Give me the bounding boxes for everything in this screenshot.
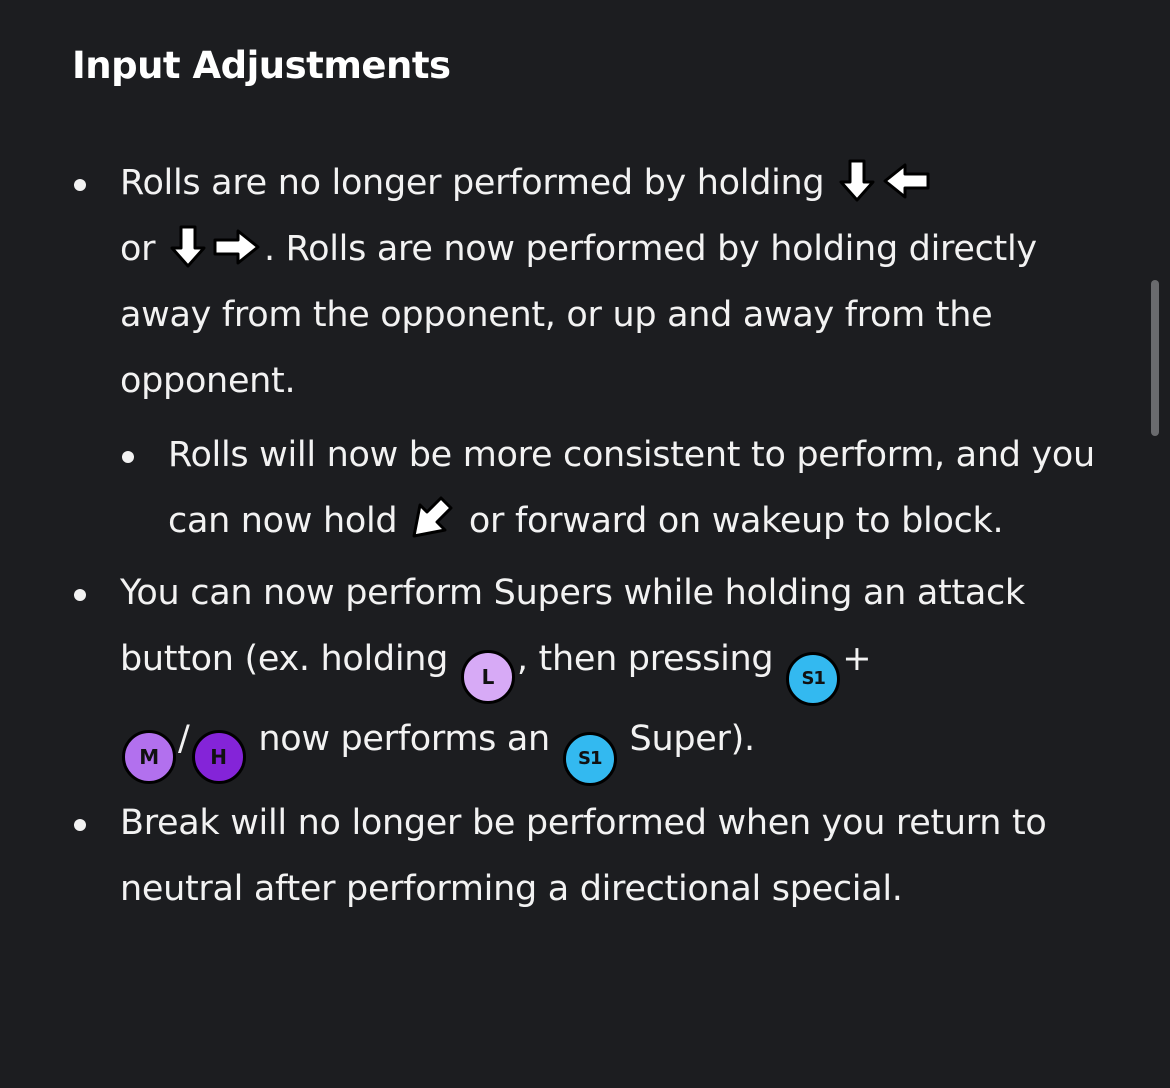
item-text: now performs an — [247, 719, 561, 759]
special-1-button-icon: S1 — [786, 652, 841, 706]
item-text: , then pressing — [516, 639, 785, 679]
special-1-button-icon: S1 — [562, 732, 617, 786]
right-arrow-icon — [212, 224, 262, 270]
bullet-dot — [74, 819, 86, 831]
light-button-icon: L — [460, 650, 515, 704]
heavy-button-icon: H — [191, 730, 246, 784]
item-text: . Rolls are now performed by holding dir… — [120, 229, 1037, 401]
item-text: You can now perform Supers while holding… — [120, 573, 1025, 679]
down-arrow-icon — [168, 224, 208, 270]
item-text: + — [842, 639, 872, 679]
item-text: Super). — [618, 719, 756, 759]
list-item-break: Break will no longer be performed when y… — [0, 790, 1150, 922]
item-text: or — [120, 229, 167, 269]
item-text: Break will no longer be performed when y… — [120, 803, 1047, 909]
down-left-arrow-icon — [410, 496, 456, 542]
bullet-dot — [74, 589, 86, 601]
sub-item-consistency: Rolls will now be more consistent to per… — [120, 422, 1110, 554]
item-text: / — [178, 719, 190, 759]
sub-item-text: Rolls will now be more consistent to per… — [168, 435, 1095, 541]
section-heading: Input Adjustments — [72, 44, 451, 87]
bullet-list: Rolls are no longer performed by holding… — [0, 150, 1150, 922]
bullet-dot — [74, 179, 86, 191]
bullet-dot — [122, 451, 134, 463]
sub-list: Rolls will now be more consistent to per… — [120, 422, 1110, 554]
scrollbar-thumb[interactable] — [1151, 280, 1159, 436]
list-item-rolls: Rolls are no longer performed by holding… — [0, 150, 1150, 554]
medium-button-icon: M — [122, 730, 176, 784]
left-arrow-icon — [881, 158, 931, 204]
list-item-supers: You can now perform Supers while holding… — [0, 560, 1150, 786]
item-text: Rolls are no longer performed by holding — [120, 163, 836, 203]
sub-item-text: or forward on wakeup to block. — [458, 501, 1004, 541]
down-arrow-icon — [837, 158, 877, 204]
